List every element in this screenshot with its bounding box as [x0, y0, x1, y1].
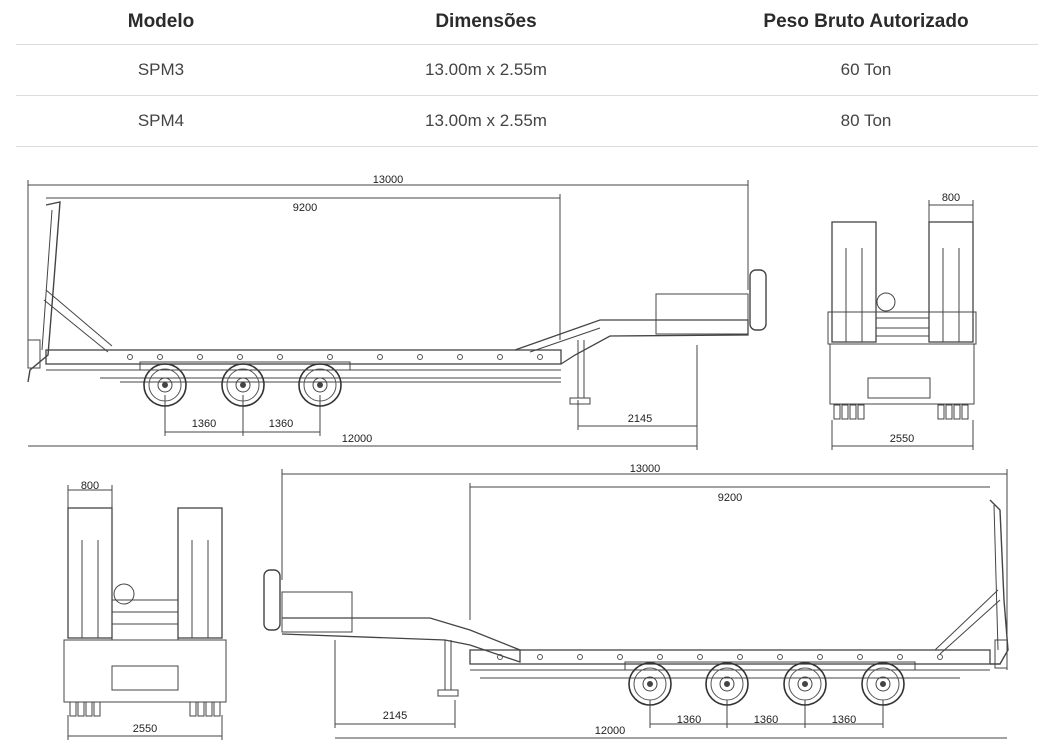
table-header-row: Modelo Dimensões Peso Bruto Autorizado [16, 0, 1038, 45]
cell-weight: 80 Ton [840, 111, 892, 130]
spec-table: Modelo Dimensões Peso Bruto Autorizado S… [16, 0, 1038, 147]
side-view-top [27, 180, 767, 450]
side-view-bottom [263, 469, 1009, 739]
cell-weight: 60 Ton [840, 60, 892, 79]
cell-model: SPM4 [137, 111, 185, 130]
dim-deck-length: 9200 [718, 492, 742, 504]
cell-dimensions: 13.00m x 2.55m [425, 111, 547, 130]
dim-overall-length: 13000 [630, 463, 661, 475]
dim-axle-spacing: 1360 [269, 418, 293, 430]
dim-chassis-length: 12000 [595, 725, 626, 737]
table-row: SPM3 13.00m x 2.55m 60 Ton [16, 45, 1038, 96]
dim-kingpin-offset: 2145 [383, 710, 407, 722]
dim-axle-spacing: 1360 [754, 714, 778, 726]
cell-dimensions: 13.00m x 2.55m [425, 60, 547, 79]
dim-deck-length: 9200 [293, 202, 317, 214]
dim-overall-width: 2550 [890, 433, 914, 445]
technical-drawings: 13000 9200 1360 1360 2145 12000 800 2550 [27, 174, 1009, 740]
side-view-top-dimensions: 13000 9200 1360 1360 2145 12000 [192, 174, 652, 445]
cell-model: SPM3 [137, 60, 185, 79]
side-view-bottom-dimensions: 13000 9200 2145 12000 1360 1360 1360 [383, 463, 856, 737]
dim-axle-spacing: 1360 [192, 418, 216, 430]
rear-view-bottom [63, 485, 227, 740]
dim-ramp-width: 800 [942, 192, 960, 204]
rear-view-bottom-dimensions: 800 2550 [81, 480, 157, 735]
dim-kingpin-offset: 2145 [628, 413, 652, 425]
table-row: SPM4 13.00m x 2.55m 80 Ton [16, 96, 1038, 147]
dim-chassis-length: 12000 [342, 433, 373, 445]
header-model: Modelo [127, 11, 195, 32]
dim-axle-spacing: 1360 [832, 714, 856, 726]
dim-overall-width: 2550 [133, 723, 157, 735]
header-weight: Peso Bruto Autorizado [763, 11, 969, 32]
dim-ramp-width: 800 [81, 480, 99, 492]
rear-view-top [827, 200, 977, 450]
rear-view-top-dimensions: 800 2550 [890, 192, 960, 445]
header-dimensions: Dimensões [435, 11, 537, 32]
dim-axle-spacing: 1360 [677, 714, 701, 726]
dim-overall-length: 13000 [373, 174, 404, 186]
